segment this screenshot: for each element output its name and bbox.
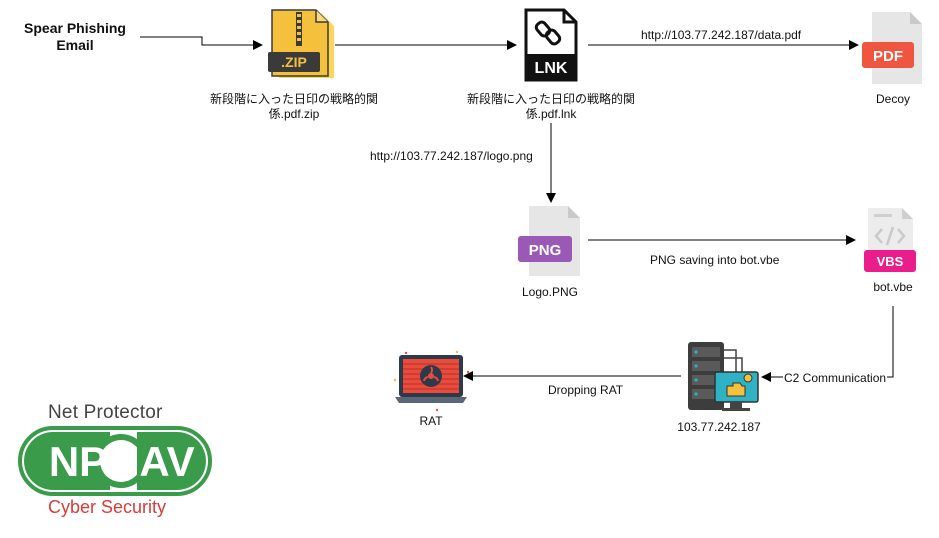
- vbs-node-label: bot.vbe: [873, 280, 913, 294]
- lnk-badge-text: LNK: [535, 60, 568, 77]
- pdf-badge-text: PDF: [873, 48, 903, 65]
- edge-label-c2-communication: C2 Communication: [783, 371, 888, 385]
- png-badge-text: PNG: [529, 242, 562, 259]
- zip-file-icon: [268, 9, 334, 78]
- server-icon: [688, 342, 759, 411]
- logo-cyber-security-text: Cyber Security: [48, 497, 167, 517]
- rat-laptop-icon: [393, 350, 470, 412]
- png-file-icon: [518, 206, 580, 276]
- vbs-badge-text: VBS: [877, 254, 904, 269]
- logo-av-text: AV: [139, 438, 194, 485]
- npav-logo-mark: [18, 426, 212, 496]
- edge-vbs-to-server: [761, 306, 894, 382]
- logo-net-protector-text: Net Protector: [48, 402, 163, 423]
- edge-label-png-saving: PNG saving into bot.vbe: [650, 253, 780, 267]
- pdf-file-icon: [862, 12, 922, 84]
- png-node-label: Logo.PNG: [521, 285, 579, 299]
- edge-label-data-pdf: http://103.77.242.187/data.pdf: [641, 28, 802, 42]
- lnk-file-icon: [524, 8, 578, 82]
- lnk-node-label: 新段階に入った日印の戦略的関 係.pdf.lnk: [466, 92, 635, 121]
- edge-label-dropping-rat: Dropping RAT: [548, 383, 624, 397]
- zip-badge-text: .ZIP: [281, 54, 307, 70]
- server-node-label: 103.77.242.187: [677, 420, 761, 434]
- edge-email-to-zip: [140, 36, 263, 50]
- logo-np-text: NP: [49, 438, 107, 485]
- decoy-node-label: Decoy: [875, 92, 910, 106]
- rat-node-label: RAT: [419, 414, 443, 428]
- edge-label-logo-png: http://103.77.242.187/logo.png: [370, 149, 533, 163]
- source-spear-phishing-email: Spear Phishing Email: [24, 20, 126, 53]
- vbs-file-icon: [864, 208, 916, 272]
- zip-node-label: 新段階に入った日印の戦略的関 係.pdf.zip: [209, 92, 378, 121]
